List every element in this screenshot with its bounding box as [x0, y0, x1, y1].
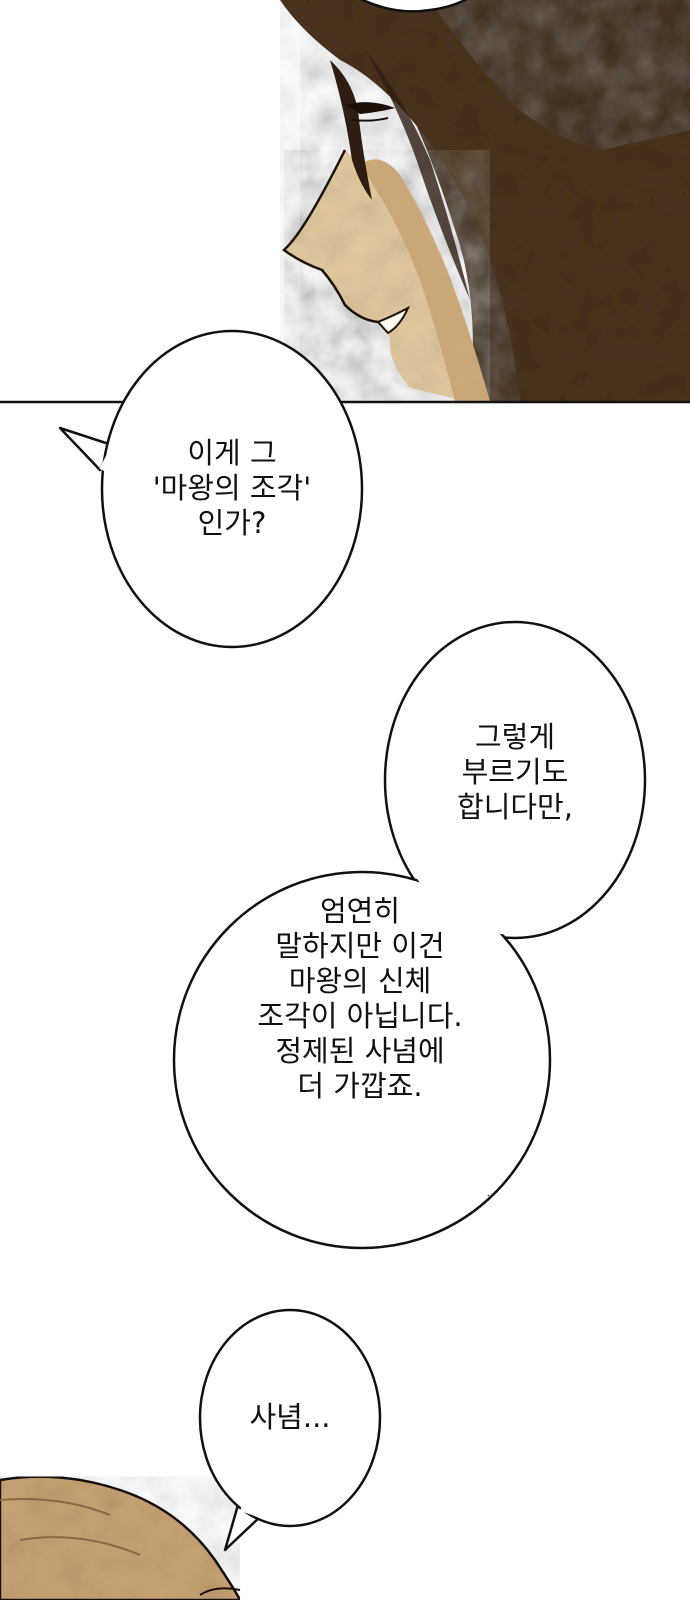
- bubble-reply-main-text: 엄연히 말하지만 이건 마왕의 신체 조각이 아닙니다. 정제된 사념에 더 가…: [220, 894, 500, 1104]
- bubble-reply-top-text: 그렇게 부르기도 합니다만,: [410, 720, 620, 825]
- text-line: 더 가깝죠.: [297, 1069, 423, 1103]
- text-line: 정제된 사념에: [275, 1034, 445, 1068]
- text-line: 부르기도: [461, 755, 569, 789]
- text-line: 사념...: [249, 1400, 331, 1434]
- face-shadow: [360, 159, 490, 402]
- speech-bubble-question: [58, 329, 364, 649]
- panel-profile-character: [280, 0, 690, 402]
- text-line: 엄연히: [319, 894, 401, 928]
- speech-bubble-reply: [172, 620, 647, 1250]
- eye-lower: [351, 117, 389, 122]
- mouth: [376, 305, 411, 335]
- speech-bubble-murmur: [198, 1308, 382, 1552]
- text-line: 합니다만,: [457, 790, 573, 824]
- speech-bubble-edge: [360, 0, 468, 13]
- text-line: 인가?: [197, 506, 267, 540]
- profile-outline: [282, 149, 379, 324]
- text-line: '마왕의 조각': [152, 471, 312, 505]
- text-line: 이게 그: [187, 436, 277, 470]
- text-line: 그렇게: [474, 720, 556, 754]
- bubble-murmur-text: 사념...: [220, 1400, 360, 1435]
- text-line: 말하지만 이건: [275, 929, 445, 963]
- hair-strand: [330, 60, 372, 200]
- hair-shape: [280, 0, 690, 402]
- bottom-character-head: [0, 1475, 242, 1600]
- eye-line: [345, 102, 395, 114]
- text-line: 조각이 아닙니다.: [257, 999, 463, 1033]
- text-line: 마왕의 신체: [288, 964, 432, 998]
- bubble-question-text: 이게 그 '마왕의 조각' 인가?: [122, 436, 342, 541]
- hair-strand: [365, 50, 470, 300]
